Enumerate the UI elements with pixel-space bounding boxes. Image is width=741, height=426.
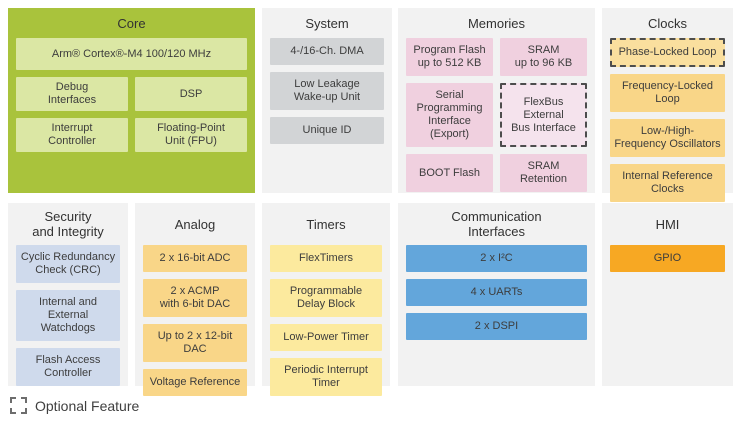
block-pll-optional: Phase-Locked Loop [610,38,725,67]
panel-security: Security and Integrity Cyclic Redundancy… [8,203,128,386]
panel-memories: Memories Program Flash up to 512 KB SRAM… [398,8,595,193]
panel-hmi: HMI GPIO [602,203,733,386]
panel-system-title: System [305,15,349,31]
panel-system: System 4-/16-Ch. DMA Low Leakage Wake-up… [262,8,392,193]
panel-communication-interfaces: Communication Interfaces 2 x I²C 4 x UAR… [398,203,595,386]
block-voltage-reference: Voltage Reference [143,369,247,396]
legend-label: Optional Feature [35,397,140,414]
block-crc: Cyclic Redundancy Check (CRC) [16,245,120,283]
block-dsp: DSP [135,77,247,111]
block-adc: 2 x 16-bit ADC [143,245,247,272]
block-llwu: Low Leakage Wake-up Unit [270,72,384,110]
block-dma: 4-/16-Ch. DMA [270,38,384,65]
block-dac: Up to 2 x 12-bit DAC [143,324,247,362]
block-flextimers: FlexTimers [270,245,382,272]
block-flexbus-optional: FlexBus External Bus Interface [500,83,587,147]
block-watchdogs: Internal and External Watchdogs [16,290,120,341]
panel-hmi-title: HMI [655,216,680,232]
block-sram: SRAM up to 96 KB [500,38,587,76]
block-interrupt-controller: Interrupt Controller [16,118,128,152]
block-fpu: Floating-Point Unit (FPU) [135,118,247,152]
panel-memories-title: Memories [467,15,526,31]
block-i2c: 2 x I²C [406,245,587,272]
block-flash-access-controller: Flash Access Controller [16,348,120,386]
block-debug-interfaces: Debug Interfaces [16,77,128,111]
block-oscillators: Low-/High- Frequency Oscillators [610,119,725,157]
panel-core: Core Arm® Cortex®-M4 100/120 MHz Debug I… [8,8,255,193]
block-fll: Frequency-Locked Loop [610,74,725,112]
block-internal-reference-clocks: Internal Reference Clocks [610,164,725,202]
panel-analog: Analog 2 x 16-bit ADC 2 x ACMP with 6-bi… [135,203,255,396]
panel-clocks: Clocks Phase-Locked Loop Frequency-Locke… [602,8,733,202]
block-periodic-interrupt-timer: Periodic Interrupt Timer [270,358,382,396]
block-sram-retention: SRAM Retention [500,154,587,192]
block-boot-flash: BOOT Flash [406,154,493,192]
block-programmable-delay-block: Programmable Delay Block [270,279,382,317]
panel-communication-title: Communication Interfaces [451,209,542,239]
optional-feature-dashed-swatch-icon [10,397,27,414]
panel-timers-title: Timers [306,216,346,232]
block-acmp: 2 x ACMP with 6-bit DAC [143,279,247,317]
panel-core-title: Core [117,15,146,31]
block-serial-programming: Serial Programming Interface (Export) [406,83,493,147]
block-unique-id: Unique ID [270,117,384,144]
block-program-flash: Program Flash up to 512 KB [406,38,493,76]
block-cpu: Arm® Cortex®-M4 100/120 MHz [16,38,247,70]
panel-clocks-title: Clocks [647,15,687,31]
panel-analog-title: Analog [174,216,216,232]
block-low-power-timer: Low-Power Timer [270,324,382,351]
block-gpio: GPIO [610,245,725,272]
panel-security-title: Security and Integrity [32,209,104,239]
block-uarts: 4 x UARTs [406,279,587,306]
panel-timers: Timers FlexTimers Programmable Delay Blo… [262,203,390,396]
legend-optional-feature: Optional Feature [10,397,139,414]
block-dspi: 2 x DSPI [406,313,587,340]
